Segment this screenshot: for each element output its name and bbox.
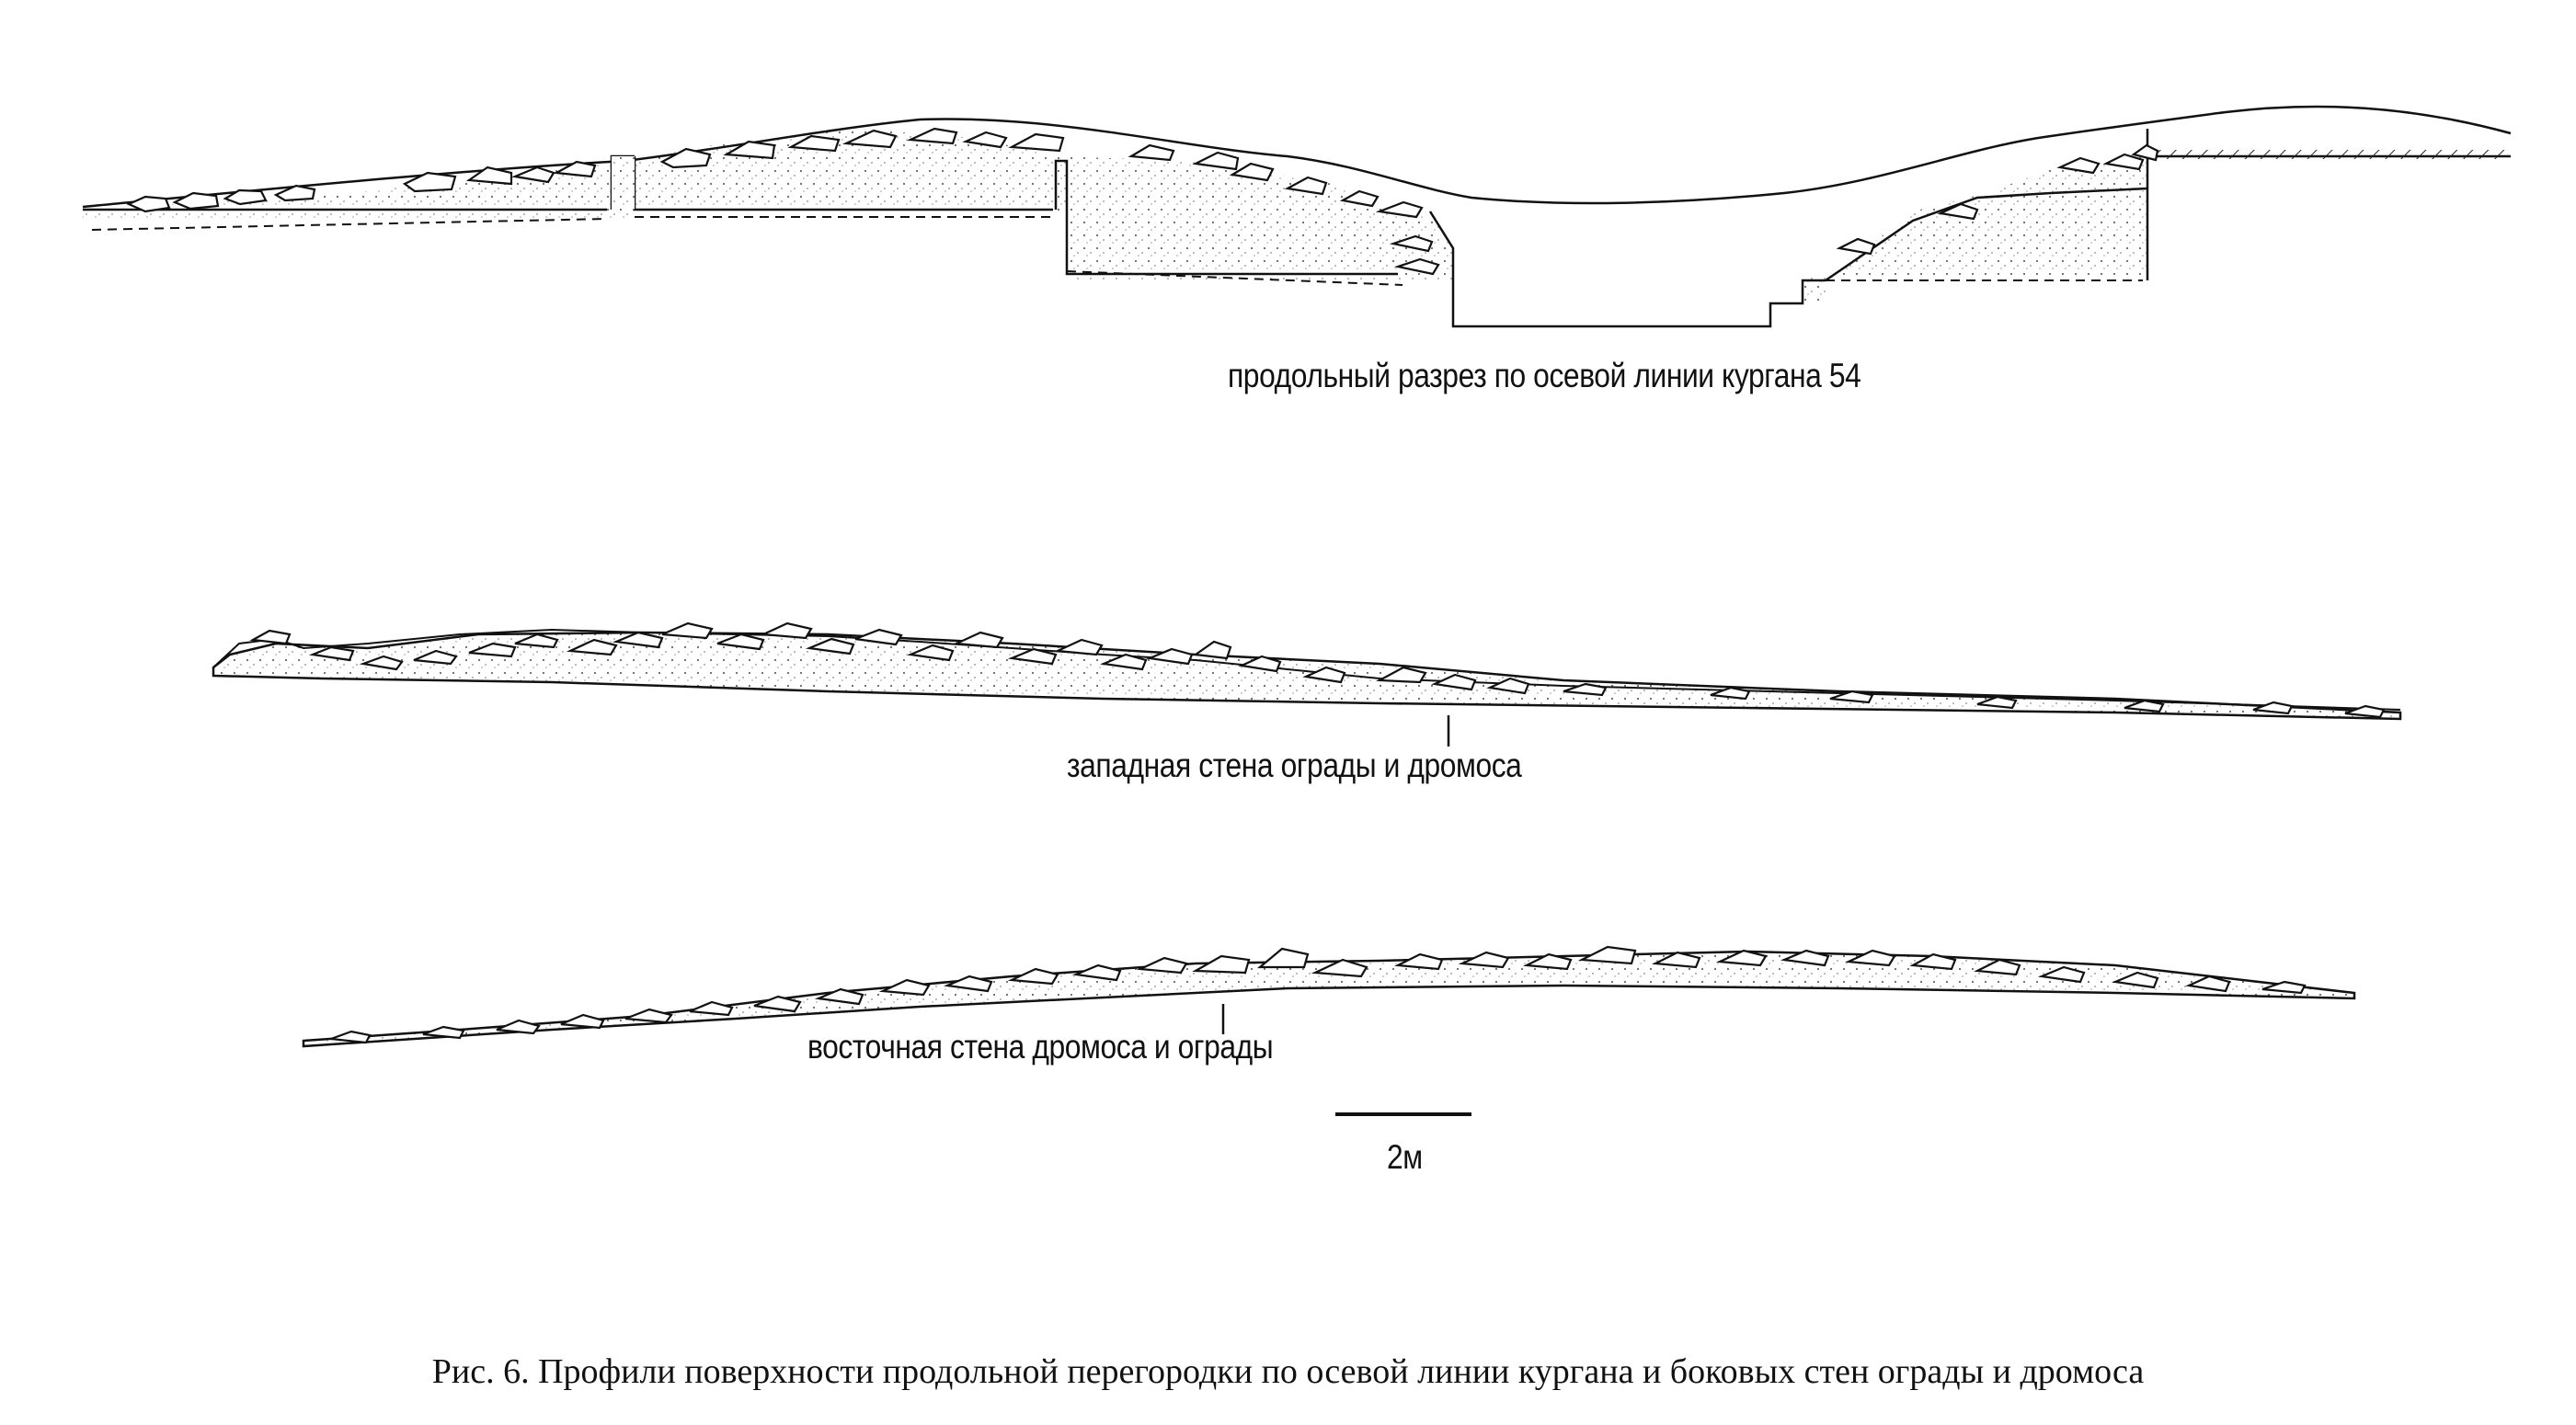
scale-bar-label: 2м xyxy=(1387,1138,1423,1176)
longitudinal-pit xyxy=(1428,187,2148,328)
west-wall-label: западная стена ограды и дромоса xyxy=(1067,747,1522,784)
west-wall-stones xyxy=(249,621,2386,719)
figure-caption: Рис. 6. Профили поверхности продольной п… xyxy=(431,1352,2145,1391)
west-wall-section xyxy=(212,621,2402,747)
longitudinal-fill xyxy=(83,129,2147,324)
east-wall-section xyxy=(302,945,2356,1048)
longitudinal-section-label: продольный разрез по осевой линии курган… xyxy=(1228,357,1861,394)
longitudinal-stones xyxy=(126,127,2159,276)
longitudinal-dashed-layer xyxy=(91,216,2143,286)
east-wall-stones xyxy=(330,945,2307,1044)
east-wall-body xyxy=(302,950,2356,1048)
longitudinal-section xyxy=(82,105,2512,328)
east-wall-label: восточная стена дромоса и ограды xyxy=(807,1028,1274,1066)
